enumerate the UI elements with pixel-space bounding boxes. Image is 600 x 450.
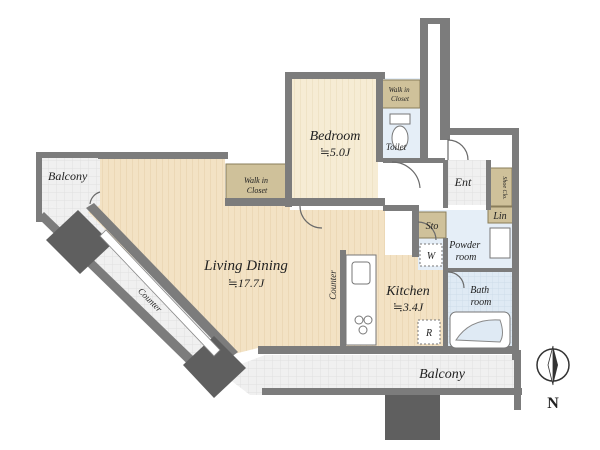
refrigerator-space [417,319,441,345]
stove-burner-icon [363,315,373,325]
north-label: N [547,395,559,412]
kitchen-area-label: ≒3.4J [393,300,424,314]
washer-label: W [427,251,437,262]
washer-space [419,243,443,267]
balcony-top-left-label: Balcony [48,169,88,183]
entrance-floor [445,160,490,205]
kitchen-counter [345,254,441,346]
shoe-closet [489,167,513,207]
stove-burner-icon [358,325,368,335]
refrigerator-label: R [425,328,432,339]
balcony-bottom-label: Balcony [419,367,466,382]
bedroom-floor [290,78,378,200]
balcony-bottom-area [220,355,520,395]
walk-in-closet-living-label: Walk in Closet [244,176,270,195]
sink-icon [351,261,371,285]
walk-in-closet-bedroom-label: Walk in Closet [389,86,412,103]
powder-room-label: Powder room [448,240,483,263]
north-compass-icon [536,345,570,386]
bath-room-label: Bath room [470,285,491,308]
walk-in-closet-bedroom [379,79,421,109]
storage-label: Sto [426,221,439,232]
toilet-label: Toilet [386,142,407,152]
living-dining-area-label: ≒17.7J [228,276,265,290]
stove-burner-icon [354,315,364,325]
entrance-label: Ent [454,175,472,189]
kitchen-label: Kitchen [385,284,430,299]
hall-floor [385,160,445,210]
walk-in-closet-living [225,163,289,205]
living-dining-floor [88,158,385,355]
counter-kitchen-label: Counter [328,270,338,300]
shoe-closet-label: Shoe Clo. [501,176,507,199]
toilet-icon [389,113,411,151]
doors [89,139,469,289]
columns [46,210,440,440]
linen-label: Lin [492,211,506,222]
bathtub-icon [449,311,511,349]
living-dining-label: Living Dining [203,258,288,274]
washbasin-icon [489,227,511,259]
bedroom-label: Bedroom [310,129,361,144]
window-counter [99,229,221,357]
balcony-top-left-area [40,158,100,212]
bedroom-area-label: ≒5.0J [320,145,351,159]
